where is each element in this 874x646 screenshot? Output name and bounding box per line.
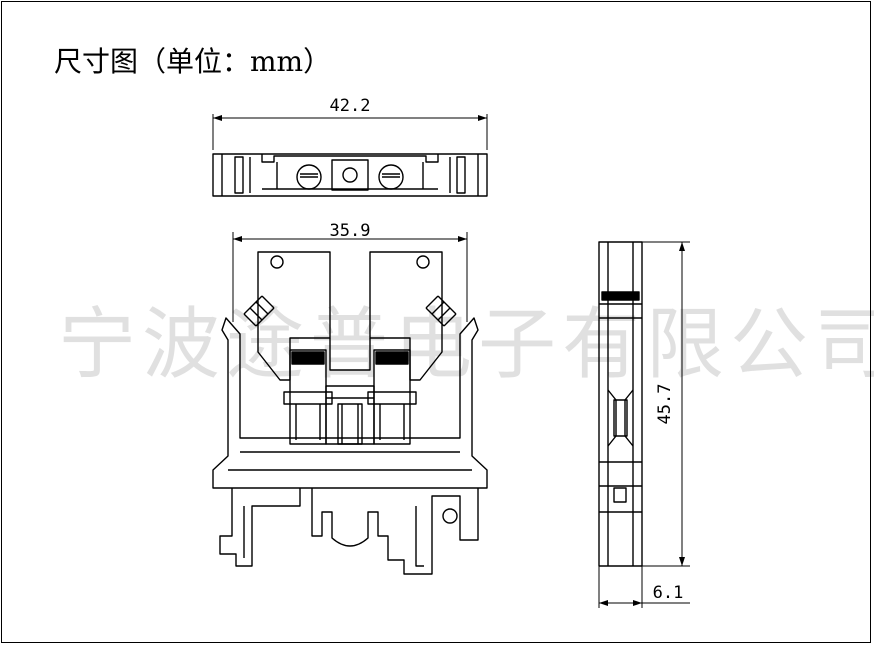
dim-top-width: 42.2 <box>330 96 371 116</box>
dim-front-width: 35.9 <box>330 221 371 241</box>
drawing-title: 尺寸图（单位：mm） <box>54 45 332 78</box>
side-view: 45.7 6.1 <box>598 241 690 608</box>
dim-side-width: 6.1 <box>653 583 684 603</box>
company-watermark: 宁波途普电子有限公司 <box>58 300 874 390</box>
front-view: 35.9 <box>212 221 488 575</box>
dim-side-height: 45.7 <box>655 384 675 425</box>
top-view: 42.2 <box>212 96 488 197</box>
